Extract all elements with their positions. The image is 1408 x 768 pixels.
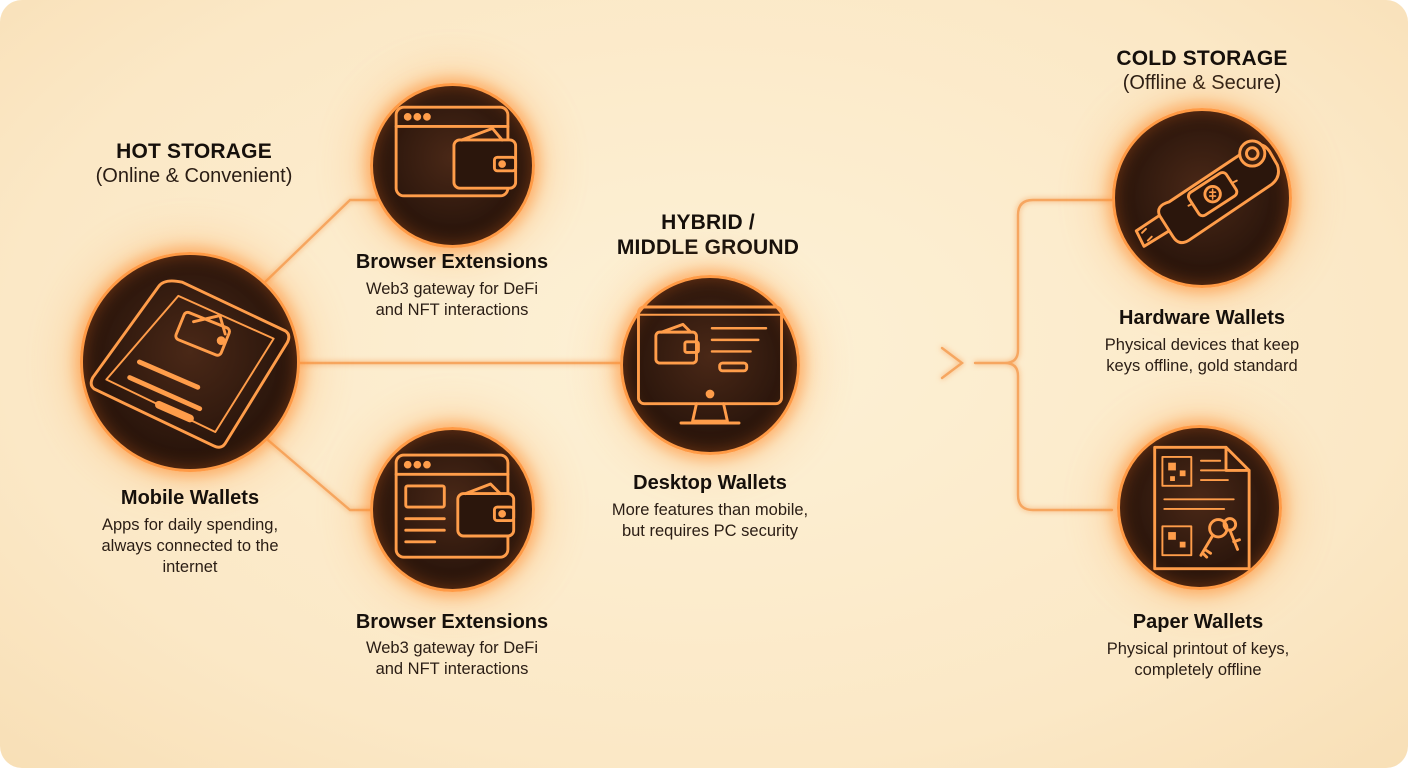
hot-storage-subheading: (Online & Convenient) (95, 165, 293, 187)
browser-extension-top-node (370, 83, 535, 248)
desktop-wallet-node (620, 275, 800, 455)
mobile-wallet-title: Mobile Wallets (120, 487, 260, 509)
paper-wallet-desc-1: Physical printout of keys, (1106, 640, 1290, 658)
hybrid-heading-line2: MIDDLE GROUND (616, 236, 800, 259)
browser-extension-bottom-node (370, 427, 535, 592)
link-mobile-to-browser-bottom (260, 433, 380, 512)
cold-storage-subheading: (Offline & Secure) (1122, 72, 1282, 94)
link-mobile-to-browser-top (260, 198, 380, 287)
hardware-wallet-title: Hardware Wallets (1119, 307, 1285, 329)
browser-extension-bottom-desc-1: Web3 gateway for DeFi (365, 639, 539, 657)
browser-extension-bottom-title: Browser Extensions (355, 611, 549, 633)
desktop-wallet-title: Desktop Wallets (633, 472, 787, 494)
arrow-head (940, 346, 964, 380)
mobile-wallet-desc-2: always connected to the (101, 537, 279, 555)
paper-wallet-desc-2: completely offline (1134, 661, 1262, 679)
paper-wallet-node (1117, 425, 1282, 590)
hot-storage-heading: HOT STORAGE (116, 140, 272, 163)
browser-extension-bottom-desc-2: and NFT interactions (375, 660, 529, 678)
desktop-wallet-desc-1: More features than mobile, (611, 501, 809, 519)
desktop-monitor-wallet-icon (637, 305, 783, 425)
browser-extension-top-desc-2: and NFT interactions (375, 301, 529, 319)
hardware-wallet-desc-1: Physical devices that keep (1104, 336, 1300, 354)
hardware-wallet-node (1112, 108, 1292, 288)
cold-storage-heading: COLD STORAGE (1116, 47, 1288, 70)
cold-brace (973, 198, 1114, 512)
mobile-wallet-node (80, 252, 300, 472)
browser-page-wallet-icon (394, 453, 516, 559)
usb-hardware-wallet-icon (1134, 139, 1280, 248)
browser-extension-top-desc-1: Web3 gateway for DeFi (365, 280, 539, 298)
browser-wallet-icon (394, 105, 518, 198)
paper-qr-key-icon (1153, 445, 1251, 571)
mobile-wallet-desc-1: Apps for daily spending, (101, 516, 279, 534)
desktop-wallet-desc-2: but requires PC security (621, 522, 799, 540)
mobile-wallet-desc-3: internet (162, 558, 218, 576)
hardware-wallet-desc-2: keys offline, gold standard (1106, 357, 1298, 375)
browser-extension-top-title: Browser Extensions (355, 251, 549, 273)
paper-wallet-title: Paper Wallets (1132, 611, 1264, 633)
smartphone-wallet-icon (89, 279, 291, 449)
hybrid-heading-line1: HYBRID / (661, 211, 755, 234)
